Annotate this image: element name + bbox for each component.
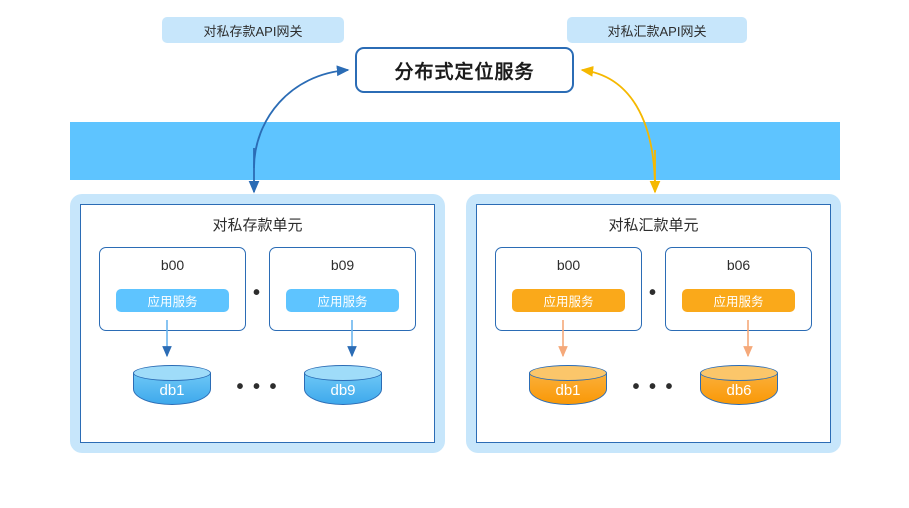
remittance-database-db6-label: db6	[726, 382, 752, 399]
deposit-unit-title: 对私存款单元	[212, 217, 303, 234]
deposit-node-b09[interactable]: b09 应用服务	[269, 247, 416, 331]
deposit-node-b00[interactable]: b00 应用服务	[99, 247, 246, 331]
deposit-node-b00-service[interactable]: 应用服务	[116, 289, 229, 312]
remittance-node-b06-service-label: 应用服务	[713, 295, 764, 309]
cylinder-top-icon	[529, 365, 607, 381]
deposit-nodes-ellipsis: • • •	[236, 282, 279, 304]
remittance-unit-container: 对私汇款单元 b00 应用服务 • • • b06 应用服务 db1 • • •	[466, 194, 841, 453]
remittance-nodes-ellipsis: • • •	[632, 282, 675, 304]
remittance-node-b00-service-label: 应用服务	[543, 295, 594, 309]
deposit-node-b09-name: b09	[330, 257, 355, 273]
deposit-api-gateway-label: 对私存款API网关	[203, 23, 303, 39]
deposit-node-b00-name: b00	[160, 257, 185, 273]
remittance-api-gateway-label: 对私汇款API网关	[607, 23, 707, 39]
deposit-node-b09-service[interactable]: 应用服务	[286, 289, 399, 312]
deposit-database-db9[interactable]: db9	[304, 365, 382, 412]
deposit-database-db1-label: db1	[159, 382, 185, 399]
remittance-unit-title: 对私汇款单元	[608, 217, 699, 234]
deposit-unit-container: 对私存款单元 b00 应用服务 • • • b09 应用服务 db1 • • •	[70, 194, 445, 453]
remittance-database-db1[interactable]: db1	[529, 365, 607, 412]
remittance-unit-inner: 对私汇款单元 b00 应用服务 • • • b06 应用服务 db1 • • •	[476, 204, 831, 443]
distributed-locator-service-box[interactable]: 分布式定位服务	[355, 47, 574, 93]
remittance-database-db6[interactable]: db6	[700, 365, 778, 412]
deposit-database-db1[interactable]: db1	[133, 365, 211, 412]
api-gateway-band	[70, 122, 840, 180]
deposit-api-gateway[interactable]: 对私存款API网关	[162, 17, 344, 43]
cylinder-top-icon	[700, 365, 778, 381]
remittance-node-b06-name: b06	[726, 257, 751, 273]
cylinder-top-icon	[133, 365, 211, 381]
cylinder-top-icon	[304, 365, 382, 381]
remittance-databases-ellipsis: • • •	[632, 376, 675, 398]
deposit-unit-inner: 对私存款单元 b00 应用服务 • • • b09 应用服务 db1 • • •	[80, 204, 435, 443]
remittance-node-b00-service[interactable]: 应用服务	[512, 289, 625, 312]
remittance-api-gateway[interactable]: 对私汇款API网关	[567, 17, 747, 43]
remittance-node-b00-name: b00	[556, 257, 581, 273]
deposit-database-db9-label: db9	[330, 382, 356, 399]
deposit-node-b09-service-label: 应用服务	[317, 295, 368, 309]
remittance-node-b00[interactable]: b00 应用服务	[495, 247, 642, 331]
remittance-database-db1-label: db1	[555, 382, 581, 399]
remittance-node-b06-service[interactable]: 应用服务	[682, 289, 795, 312]
deposit-databases-ellipsis: • • •	[236, 376, 279, 398]
distributed-locator-service-label: 分布式定位服务	[394, 61, 535, 83]
deposit-node-b00-service-label: 应用服务	[147, 295, 198, 309]
remittance-node-b06[interactable]: b06 应用服务	[665, 247, 812, 331]
